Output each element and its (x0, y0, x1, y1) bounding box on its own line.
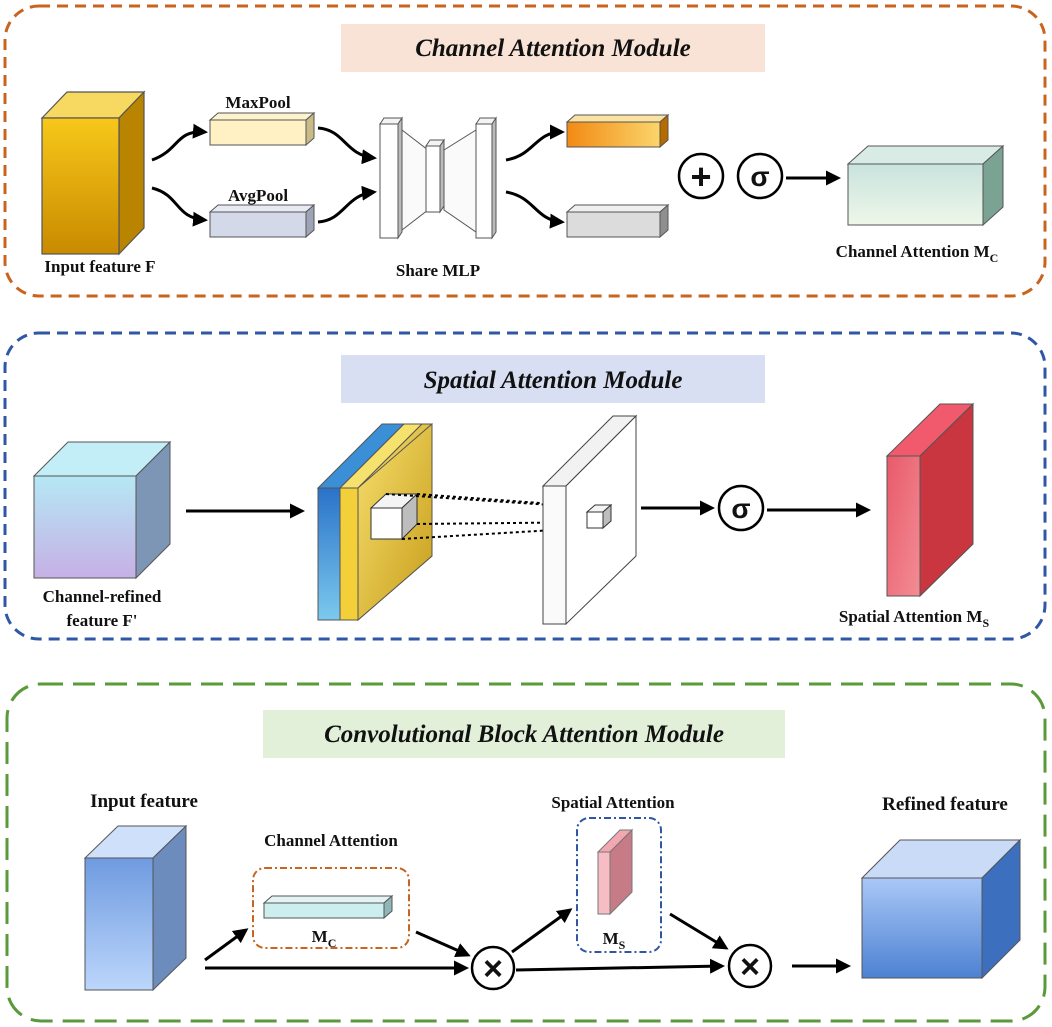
avgpool-bar (208, 203, 316, 239)
spatial-sigmoid-icon (717, 484, 765, 532)
arrow-avgpool-to-mlp (317, 185, 377, 224)
arrow-to-avgpool (151, 186, 208, 227)
channel-attention-cube (846, 144, 1005, 227)
spatial-attention-output-label: Spatial Attention MS (839, 607, 990, 630)
share-mlp-label: Share MLP (396, 261, 480, 280)
cbam-input-cube (83, 824, 188, 992)
cbam-channel-attention-box (252, 867, 410, 949)
spatial-attention-module: Spatial Attention Module Channel-refined… (3, 331, 1047, 641)
avgpool-mlp-output-bar (565, 203, 670, 239)
spatial-module-title-bg (341, 355, 765, 403)
maxpool-mlp-output-bar (565, 113, 670, 149)
arrow-multiply-1-to-spatial-attention (511, 908, 573, 954)
cbam-input-label: Input feature (90, 791, 198, 812)
cbam-channel-attention-bar (262, 894, 394, 920)
spatial-sigmoid-symbol: σ (731, 493, 750, 524)
input-feature-cube (40, 90, 146, 256)
input-feature-label: Input feature F (44, 257, 155, 276)
channel-attention-module: Channel Attention Module Input feature F… (3, 4, 1047, 298)
sigmoid-symbol: σ (750, 161, 769, 192)
conv-output-map (541, 414, 638, 626)
channel-refined-feature-cube (32, 440, 172, 580)
cbam-channel-attention-label: Channel Attention (264, 831, 398, 850)
channel-module-title: Channel Attention Module (415, 35, 691, 62)
add-operator-icon (677, 152, 725, 200)
maxpool-bar (208, 111, 316, 147)
arrow-spatial-attention-to-multiply-2 (669, 912, 729, 950)
spatial-module-border (3, 331, 1047, 641)
pooled-feature-maps (316, 422, 433, 622)
refined-feature-label: Refined feature (882, 794, 1008, 815)
refined-feature-cube (860, 838, 1022, 980)
channel-module-title-bg (341, 24, 765, 72)
cbam-ms-label: MS (603, 929, 626, 952)
channel-refined-label-line1: Channel-refined (43, 587, 162, 606)
arrow-mlp-to-gray (505, 190, 565, 229)
multiply-operator-1-symbol: × (483, 950, 503, 988)
arrow-multiply-1-to-multiply-2 (515, 958, 725, 974)
add-operator-symbol: + (690, 156, 711, 197)
spatial-attention-slab (885, 402, 975, 598)
avgpool-label: AvgPool (228, 186, 288, 205)
multiply-operator-2-icon (727, 943, 773, 989)
channel-refined-label-line2: feature F' (67, 611, 138, 630)
spatial-module-title: Spatial Attention Module (424, 367, 683, 394)
multiply-operator-2-symbol: × (740, 948, 760, 986)
arrow-maxpool-to-mlp (317, 126, 377, 165)
multiply-operator-1-icon (470, 945, 516, 991)
arrow-input-to-channel-attention (204, 928, 249, 962)
arrow-mlp-to-orange (505, 124, 565, 162)
channel-module-border (3, 4, 1047, 298)
cbam-spatial-attention-box (576, 817, 662, 953)
arrow-channel-attention-to-multiply-1 (415, 930, 471, 958)
cbam-mc-label: MC (312, 927, 337, 950)
channel-attention-output-label: Channel Attention MC (836, 242, 999, 265)
cbam-module-title-bg (263, 710, 785, 758)
cbam-module-title: Convolutional Block Attention Module (324, 721, 724, 748)
cbam-spatial-attention-label: Spatial Attention (551, 793, 675, 812)
sigmoid-icon (736, 152, 784, 200)
cbam-spatial-attention-slab (596, 828, 634, 916)
arrow-to-maxpool (151, 123, 208, 162)
share-mlp (379, 116, 497, 240)
maxpool-label: MaxPool (225, 93, 290, 112)
cbam-module-border (5, 682, 1047, 1023)
cbam-module: Convolutional Block Attention Module Inp… (5, 682, 1047, 1023)
